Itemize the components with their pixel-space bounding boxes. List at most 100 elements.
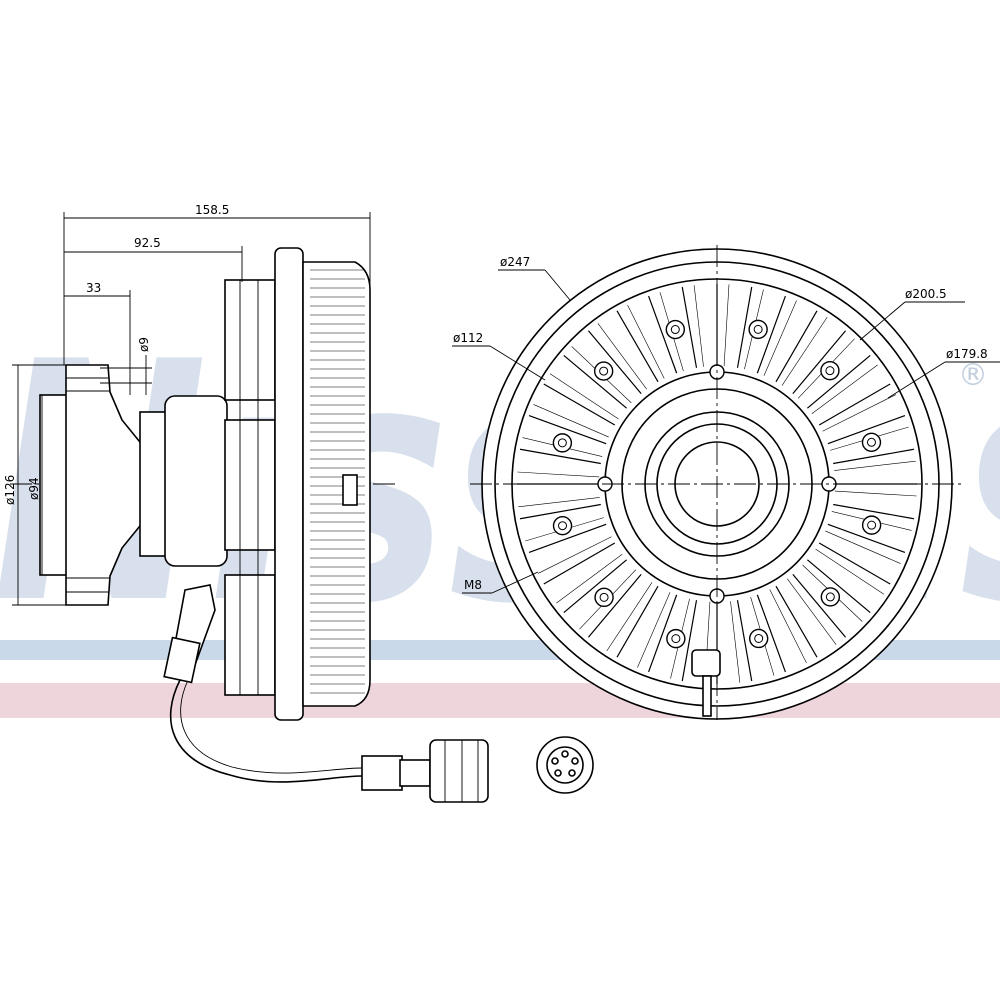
radial-fin-edge	[723, 284, 730, 367]
radial-fin	[775, 310, 818, 383]
radial-fin	[648, 594, 678, 673]
red-stripe	[0, 683, 1000, 718]
mount-hole	[748, 319, 768, 340]
plug-body-3	[429, 739, 489, 803]
plug-pin-1	[561, 750, 569, 758]
cable-inner	[180, 679, 363, 774]
plug-pin-2	[551, 757, 559, 765]
radial-fin	[648, 295, 678, 374]
mount-hole	[594, 587, 614, 608]
mount-hole-inner	[867, 520, 877, 530]
radial-fin	[818, 542, 891, 585]
radial-fin	[807, 559, 871, 614]
dim-dia200-5-label: ø200.5	[905, 287, 947, 301]
radial-fin	[756, 594, 786, 673]
radial-fin	[587, 330, 642, 394]
fin-lines	[310, 269, 365, 694]
radial-fin	[543, 383, 616, 426]
mount-hole-inner	[671, 634, 681, 644]
radial-fin	[756, 295, 786, 374]
radial-fin-edge	[517, 471, 600, 478]
dim-dia112-label: ø112	[453, 331, 483, 345]
rotor-block-lower	[224, 574, 276, 696]
radial-fin-edge	[606, 582, 653, 652]
plug-body-1	[361, 755, 403, 791]
cable	[169, 679, 363, 783]
radial-fin-edge	[834, 460, 916, 471]
dim-dia94-label: ø94	[27, 477, 41, 500]
dim-158-5-label: 158.5	[195, 203, 229, 217]
housing-plate	[274, 247, 304, 721]
radial-fin-edge	[815, 548, 885, 595]
radial-fin	[543, 542, 616, 585]
radial-fin	[736, 600, 753, 682]
radial-fin-edge	[787, 578, 837, 645]
rotor-block-middle	[224, 419, 276, 551]
mount-hole-inner	[825, 592, 835, 602]
radial-fin	[827, 523, 906, 553]
dim-33-label: 33	[86, 281, 101, 295]
radial-fin	[681, 286, 698, 368]
connector-tab	[342, 474, 358, 506]
plug-pin-3	[571, 757, 579, 765]
radial-fin	[528, 523, 607, 553]
dim-dia9-label: ø9	[137, 337, 151, 352]
housing-fins	[302, 261, 371, 707]
radial-fin-edge	[822, 394, 897, 432]
leader-dia200-5-diag	[859, 301, 906, 341]
radial-fin	[563, 559, 627, 614]
radial-fin	[792, 574, 847, 638]
leader-dia179-8-diag	[887, 361, 946, 399]
mount-hole-inner	[557, 438, 567, 448]
radial-fin-edge	[834, 490, 917, 497]
radial-fin	[587, 574, 642, 638]
mount-hole-inner	[825, 366, 835, 376]
plug-pin-4	[554, 769, 562, 777]
rotor-block-upper	[224, 279, 276, 401]
radial-fin-edge	[627, 304, 665, 379]
dim-dia247-label: ø247	[500, 255, 530, 269]
radial-fin	[528, 415, 607, 445]
leader-dia247-diag	[544, 269, 571, 301]
mount-hole	[748, 628, 769, 649]
radial-fin-edge	[781, 316, 828, 386]
radial-fin-edge	[556, 554, 623, 604]
radial-fin	[818, 383, 891, 426]
radial-fin	[519, 448, 601, 465]
mount-hole	[666, 628, 686, 649]
radial-fin-edge	[537, 536, 612, 574]
radial-fin-edge	[597, 323, 647, 390]
radial-fin	[616, 310, 659, 383]
mount-hole	[861, 432, 882, 453]
mount-hole	[861, 515, 882, 535]
front-connector	[691, 649, 721, 677]
radial-fin-edge	[518, 497, 600, 508]
clutch-cylinder	[164, 395, 228, 567]
radial-fin-edge	[549, 373, 619, 420]
cable-sleeve	[163, 636, 201, 684]
radial-fin-edge	[825, 530, 901, 564]
radial-fin	[563, 354, 627, 409]
side-view: 158.5 92.5 33 ø9 ø126 ø94	[3, 203, 594, 803]
mount-hole	[820, 360, 840, 381]
radial-fin-edge	[730, 601, 741, 683]
mount-hole-inner	[754, 633, 764, 643]
radial-fin	[736, 286, 753, 368]
leader-dia112-diag	[489, 345, 546, 381]
thread-m8-label: M8	[464, 578, 482, 592]
dim-dia126-label: ø126	[3, 475, 17, 505]
mount-hole-inner	[558, 521, 568, 531]
radial-fin-edge	[811, 364, 878, 414]
radial-fin	[519, 503, 601, 520]
registered-mark: ®	[958, 358, 988, 393]
mount-hole-inner	[599, 592, 609, 602]
radial-fin	[775, 585, 818, 658]
front-connector-lead	[702, 675, 712, 717]
radial-fin	[681, 600, 698, 682]
mount-hole	[593, 361, 614, 381]
radial-fin	[833, 503, 915, 520]
radial-fin-edge	[693, 285, 704, 367]
plug-face-outer	[536, 736, 594, 794]
mount-hole	[552, 433, 573, 453]
